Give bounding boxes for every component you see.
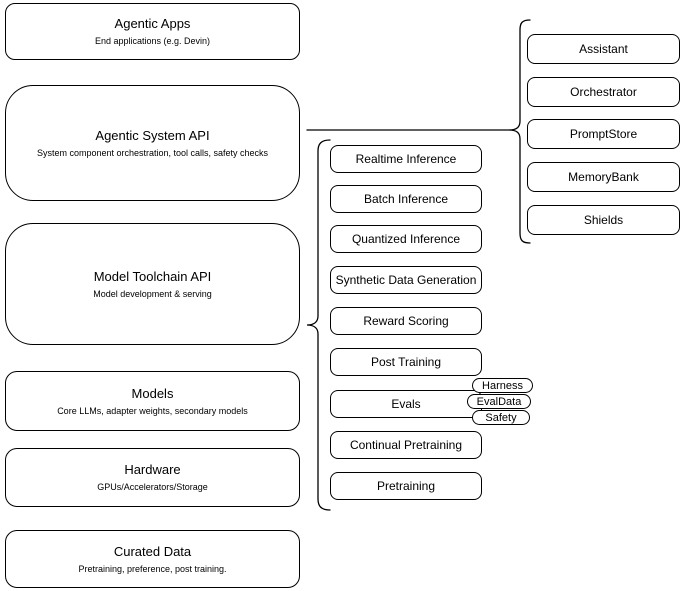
node-subtitle: GPUs/Accelerators/Storage <box>97 482 208 492</box>
node-synthetic-data-generation[interactable]: Synthetic Data Generation <box>330 266 482 294</box>
node-title: Models <box>131 385 174 401</box>
node-evals[interactable]: Evals <box>330 390 482 418</box>
node-subtitle: System component orchestration, tool cal… <box>36 147 269 158</box>
tag-harness[interactable]: Harness <box>472 378 533 393</box>
node-model-toolchain-api[interactable]: Model Toolchain API Model development & … <box>5 223 300 345</box>
tag-label: EvalData <box>476 395 522 408</box>
node-label: Evals <box>391 397 421 411</box>
node-label: PromptStore <box>569 127 638 141</box>
node-label: Realtime Inference <box>355 152 457 166</box>
node-continual-pretraining[interactable]: Continual Pretraining <box>330 431 482 459</box>
node-orchestrator[interactable]: Orchestrator <box>527 77 680 107</box>
node-batch-inference[interactable]: Batch Inference <box>330 185 482 213</box>
node-label: Batch Inference <box>363 192 449 206</box>
node-assistant[interactable]: Assistant <box>527 34 680 64</box>
node-subtitle: Model development & serving <box>93 288 212 299</box>
node-label: Pretraining <box>376 479 436 493</box>
node-quantized-inference[interactable]: Quantized Inference <box>330 225 482 253</box>
node-label: Quantized Inference <box>351 232 461 246</box>
node-label: Synthetic Data Generation <box>335 273 477 287</box>
node-hardware[interactable]: Hardware GPUs/Accelerators/Storage <box>5 448 300 507</box>
tag-evaldata[interactable]: EvalData <box>467 394 531 409</box>
tag-label: Safety <box>485 411 517 424</box>
node-models[interactable]: Models Core LLMs, adapter weights, secon… <box>5 371 300 431</box>
node-label: Shields <box>583 213 624 227</box>
tag-label: Harness <box>482 379 523 392</box>
node-title: Curated Data <box>113 543 192 559</box>
tag-safety[interactable]: Safety <box>472 410 530 425</box>
node-subtitle: End applications (e.g. Devin) <box>94 36 211 46</box>
node-promptstore[interactable]: PromptStore <box>527 119 680 149</box>
node-memorybank[interactable]: MemoryBank <box>527 162 680 192</box>
node-label: MemoryBank <box>568 170 639 184</box>
node-curated-data[interactable]: Curated Data Pretraining, preference, po… <box>5 530 300 588</box>
node-label: Continual Pretraining <box>349 438 463 452</box>
node-post-training[interactable]: Post Training <box>330 348 482 376</box>
node-label: Assistant <box>579 42 628 56</box>
node-shields[interactable]: Shields <box>527 205 680 235</box>
node-title: Hardware <box>124 462 181 477</box>
node-pretraining[interactable]: Pretraining <box>330 472 482 500</box>
node-subtitle: Core LLMs, adapter weights, secondary mo… <box>57 405 248 416</box>
node-subtitle: Pretraining, preference, post training. <box>78 563 227 574</box>
node-agentic-apps[interactable]: Agentic Apps End applications (e.g. Devi… <box>5 3 300 60</box>
brace-toolchain-group <box>306 139 331 511</box>
node-title: Agentic Apps <box>114 16 191 31</box>
node-label: Orchestrator <box>570 85 637 99</box>
node-title: Agentic System API <box>95 127 210 143</box>
node-realtime-inference[interactable]: Realtime Inference <box>330 145 482 173</box>
node-reward-scoring[interactable]: Reward Scoring <box>330 307 482 335</box>
node-label: Post Training <box>370 355 442 369</box>
node-label: Reward Scoring <box>363 314 449 328</box>
node-title: Model Toolchain API <box>93 268 212 284</box>
node-agentic-system-api[interactable]: Agentic System API System component orch… <box>5 85 300 201</box>
